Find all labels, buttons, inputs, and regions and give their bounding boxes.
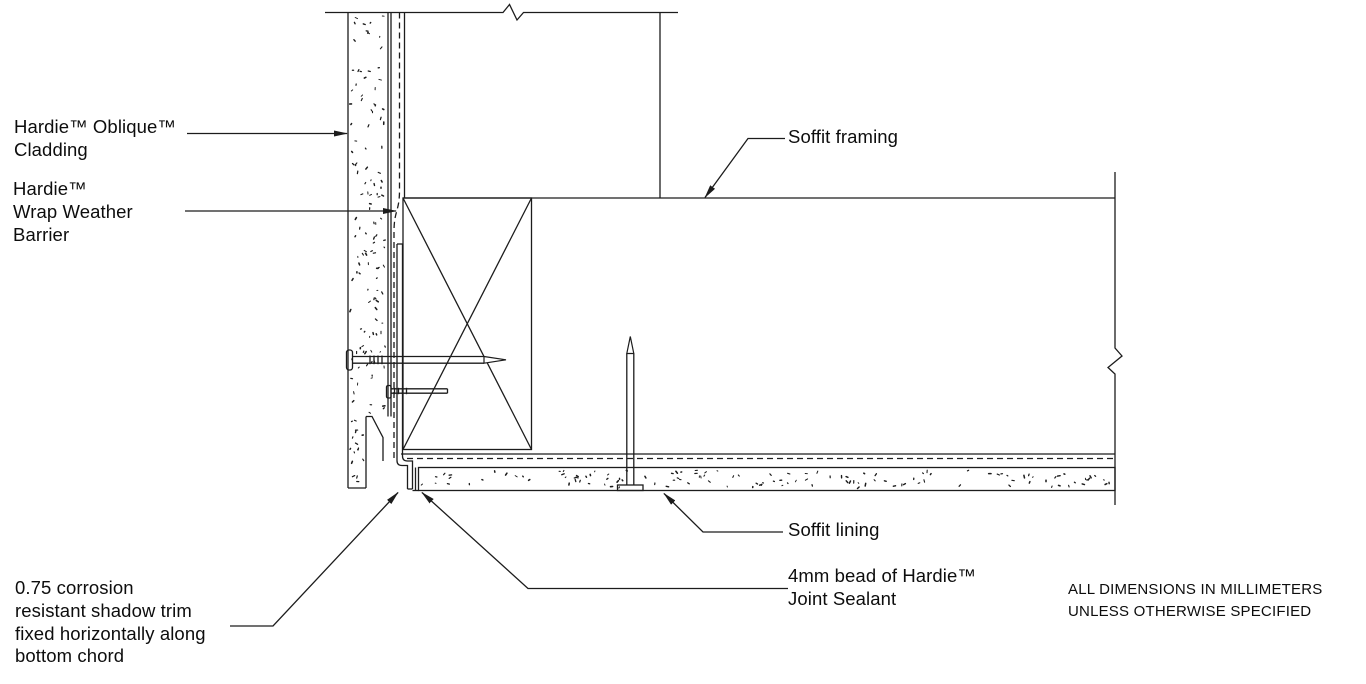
lining-fixing-nail bbox=[616, 336, 644, 492]
weather-barrier-label: Hardie™ Wrap Weather Barrier bbox=[13, 178, 133, 245]
shadow-trim-profile bbox=[396, 243, 414, 490]
soffit-lining-label: Soffit lining bbox=[788, 519, 880, 540]
cladding-label: Hardie™ Oblique™ Cladding bbox=[14, 116, 177, 160]
wall-top-cut-line-with-break bbox=[325, 3, 678, 22]
material-stipple-texture bbox=[348, 15, 1110, 490]
bottom-chord-framing-xbrace bbox=[402, 197, 533, 451]
shadow-trim-label: 0.75 corrosion resistant shadow trim fix… bbox=[15, 577, 206, 667]
shadow-trim-leader-line bbox=[230, 491, 399, 627]
soffit-framing-leader-line bbox=[704, 137, 785, 199]
soffit-framing-label: Soffit framing bbox=[788, 126, 899, 147]
joint-sealant-label: 4mm bead of Hardie™ Joint Sealant bbox=[788, 565, 977, 609]
right-cut-line-with-break bbox=[1107, 172, 1123, 505]
joint-sealant-leader-line bbox=[421, 491, 788, 590]
soffit-lining-leader-line bbox=[663, 492, 783, 533]
cladding-fixing-nail bbox=[345, 349, 507, 371]
soffit-lining-board bbox=[417, 466, 1116, 492]
cladding-bottom-profile bbox=[348, 415, 384, 489]
sealant-bead bbox=[412, 467, 419, 492]
trim-fixing-screw bbox=[385, 384, 449, 399]
units-note: ALL DIMENSIONS IN MILLIMETERS UNLESS OTH… bbox=[1068, 581, 1323, 620]
